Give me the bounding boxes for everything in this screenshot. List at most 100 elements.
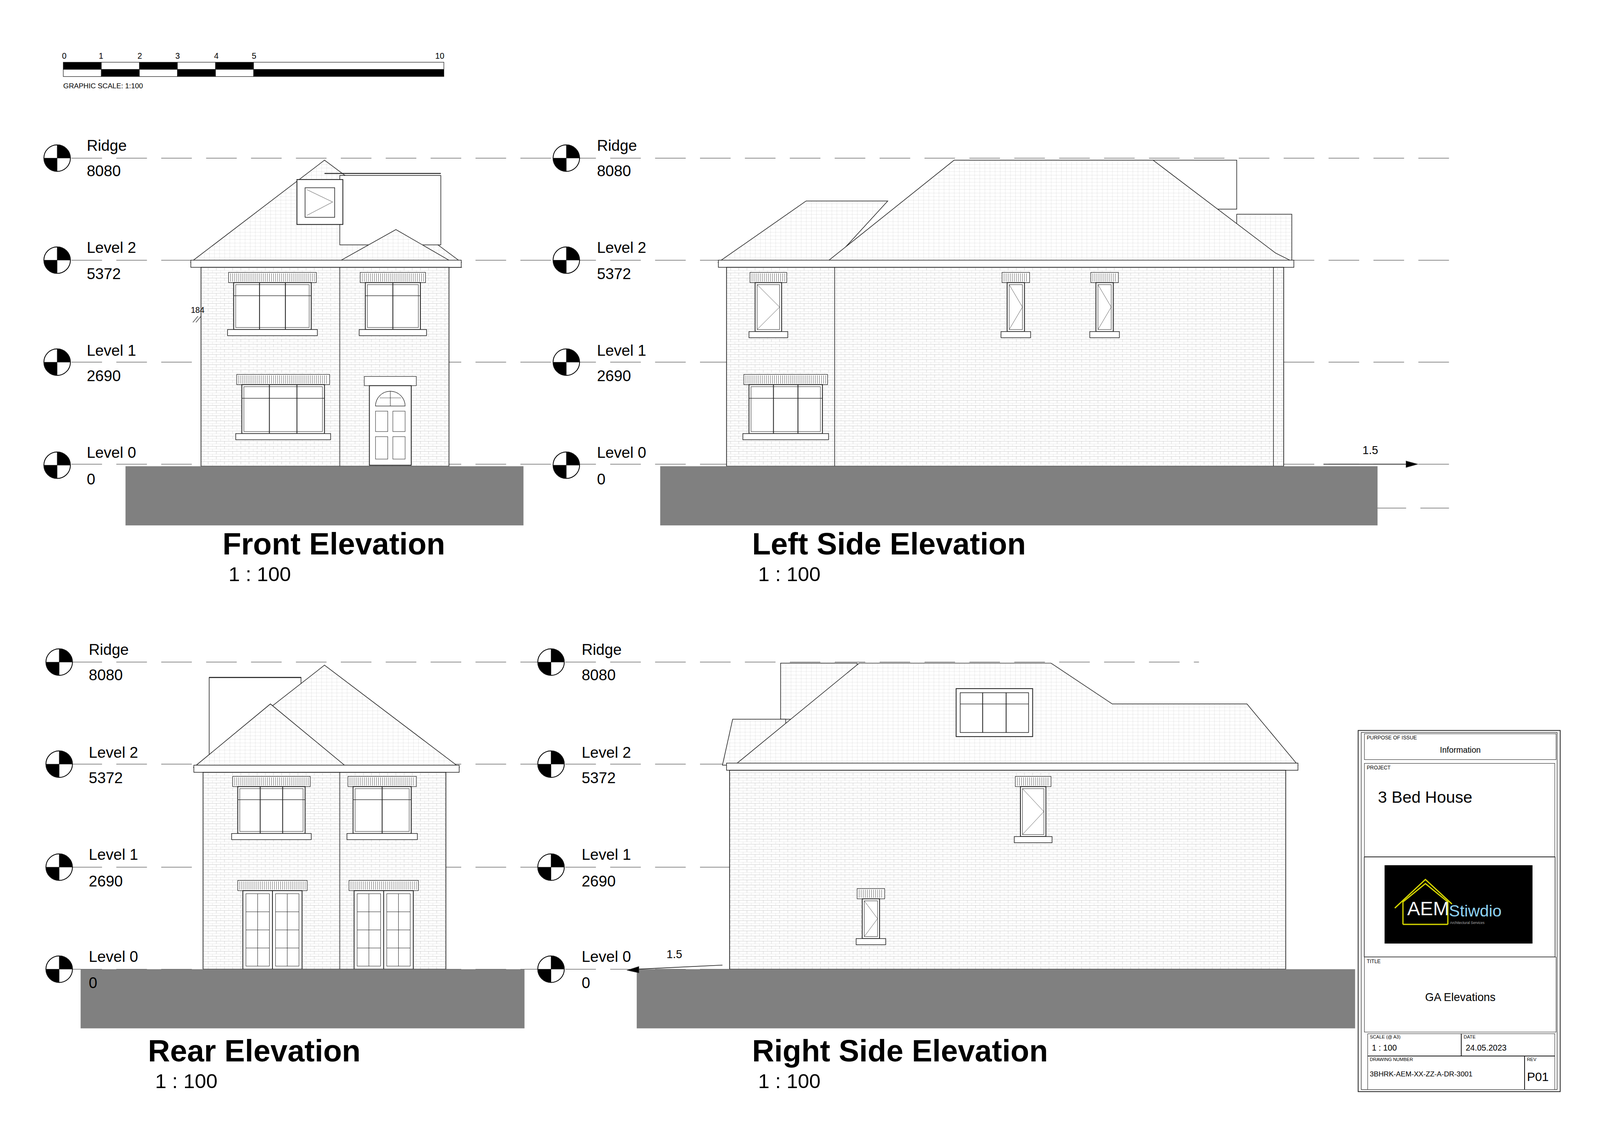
door-meeting-stile [383,890,385,970]
door-fanlight [375,391,405,407]
logo-text: Architectural Services [1450,921,1485,925]
logo-text: AEM [1407,899,1450,919]
window-head-hatch [275,375,276,384]
window-head-hatch [770,273,771,282]
window-head-hatch [303,273,305,282]
window-head-hatch [755,375,757,384]
window-head-hatch [776,273,777,282]
window-head-hatch [1016,273,1017,282]
window-head-hatch [267,273,268,282]
window-head-hatch [1029,777,1030,786]
door-head-hatch [243,881,245,890]
window-head-hatch [252,375,254,384]
cell-heading: SCALE (@ A3) [1370,1035,1401,1040]
window-mullion [982,692,983,733]
window-head-hatch [1023,777,1024,786]
window-head-hatch [766,375,767,384]
cell-heading: DRAWING NUMBER [1370,1057,1414,1063]
window-head-hatch [384,273,385,282]
level-name: Level 2 [597,240,647,256]
wall-junction [834,267,835,467]
level-marker-quadrant [550,956,565,970]
level-marker-quadrant [566,145,580,159]
window-head-hatch [259,273,260,282]
level-marker [43,349,71,376]
window-head [743,374,828,385]
window-head-hatch [273,375,274,384]
window-head-hatch [374,777,375,786]
ground [660,466,1378,526]
window-head-hatch [823,375,824,384]
window-head-hatch [388,777,390,786]
window-head-hatch [259,375,260,384]
window-head-hatch [322,375,323,384]
window-head-hatch [368,273,369,282]
level-marker-quadrant [45,662,60,676]
window-head-hatch [753,375,755,384]
window-head-hatch [869,890,870,899]
window-head-hatch [316,375,317,384]
window-mullion [1005,692,1007,733]
window-head-hatch [875,890,876,899]
window-head-hatch [279,375,280,384]
view-title: Rear Elevation [147,1035,361,1067]
door-head-hatch [359,881,360,890]
door-head-hatch [401,881,403,890]
window-head-hatch [782,375,783,384]
level-name: Level 1 [597,343,647,359]
door-head [364,376,417,386]
window-head-hatch [802,375,804,384]
door-head-hatch [288,881,290,890]
level-value: 2690 [597,368,632,385]
window-head-hatch [297,375,299,384]
window-head-hatch [810,375,812,384]
view-title: Front Elevation [222,528,446,560]
window-head-hatch [285,273,286,282]
window-head-hatch [252,777,254,786]
door-head-hatch [416,881,417,890]
window-head-hatch [410,777,412,786]
door-head-hatch [286,881,288,890]
level-marker [45,854,73,881]
window-head [228,272,317,283]
window-head-hatch [1018,273,1019,282]
level-marker [537,956,565,983]
window-head-hatch [792,375,793,384]
door-head-hatch [302,881,304,890]
window-head-hatch [402,273,404,282]
dimension: 184 [190,306,205,315]
level-name: Ridge [88,642,129,658]
window-head-hatch [310,375,311,384]
window-head-hatch [1100,273,1102,282]
window-head-hatch [745,375,747,384]
window-head-hatch [307,273,309,282]
door-head-hatch [298,881,300,890]
window-head-hatch [240,777,241,786]
cell-heading: PROJECT [1366,765,1391,771]
window-head-hatch [368,777,369,786]
window-frame [1022,788,1044,835]
window-mullion [285,282,286,330]
window-head-hatch [236,273,238,282]
level-value: 8080 [86,163,121,180]
window-head-hatch [877,890,878,899]
dimension-tick [195,316,201,323]
front-door [369,385,412,466]
cell-heading: TITLE [1366,959,1381,965]
window-head-hatch [314,375,315,384]
scale-bar-segment [101,69,140,77]
window-head-hatch [378,777,379,786]
scale-bar-segment [177,62,216,70]
window-head-hatch [307,375,309,384]
window-mullion [260,786,261,834]
window-head-hatch [310,273,311,282]
window-frame [241,384,325,434]
window-mullion [797,384,799,434]
window-head-hatch [285,777,286,786]
window-head-hatch [260,375,262,384]
door-head [237,880,308,891]
window-head-hatch [372,273,373,282]
door-head-hatch [262,881,263,890]
door-head-hatch [362,881,364,890]
window-transom [241,398,325,399]
